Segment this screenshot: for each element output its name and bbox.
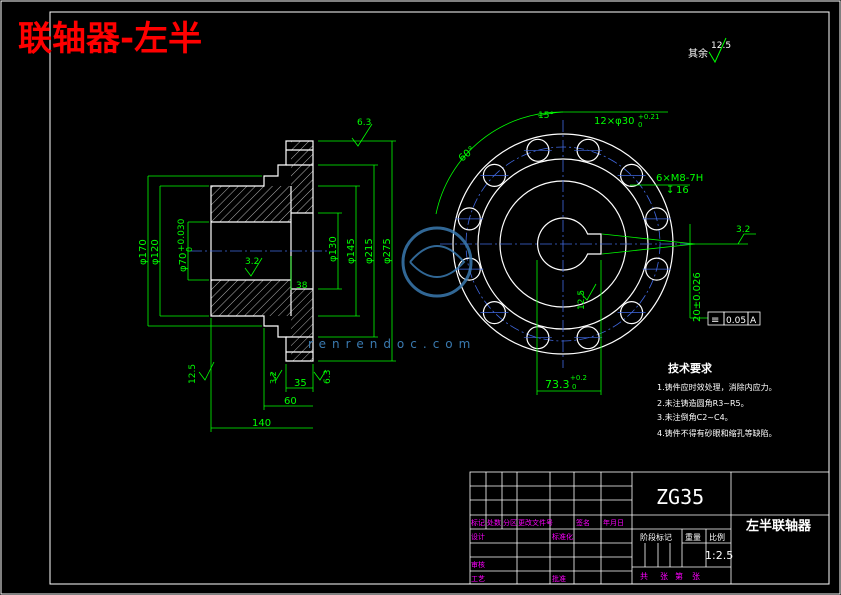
tb-label-approve: 批准 <box>552 574 566 583</box>
tb-label-review: 审核 <box>471 560 485 569</box>
angle-15: 15° <box>538 111 554 121</box>
flange-outer-circle <box>452 133 674 355</box>
section-dimensions <box>147 123 396 432</box>
keyway-width: 20±0.026 <box>692 272 703 322</box>
holes-callout-tol-high: +0.21 <box>638 113 659 121</box>
bolt-holes <box>455 138 671 350</box>
dim-length-35: 35 <box>294 378 307 389</box>
watermark-logo <box>401 226 473 298</box>
hub-hatch-top <box>211 186 291 222</box>
dim-d145: φ145 <box>346 238 357 264</box>
title-block-grid <box>469 471 830 585</box>
thread-depth: 16 <box>676 185 689 196</box>
roughness-12-5-face: 12.5 <box>188 364 198 384</box>
tb-label-number: 第 <box>675 571 683 581</box>
tech-req-item-2: 2.未注铸造圆角R3~R5。 <box>657 398 749 408</box>
tb-label-change-doc: 更改文件号 <box>518 518 553 527</box>
inner-border <box>49 11 830 585</box>
tolerance-frame <box>707 311 761 326</box>
scale-value: 1:2.5 <box>705 549 733 562</box>
roughness-6-3-bottom: 6.3 <box>323 370 333 384</box>
dim-d70-tol-high: +0.030 <box>177 218 187 252</box>
flange-hatch-bottom <box>291 289 313 361</box>
tolerance-value: 0.05 <box>726 316 746 326</box>
dim-d70-tol-low: 0 <box>185 247 194 252</box>
tech-req-item-1: 1.铸件应时效处理，消除内应力。 <box>657 382 777 392</box>
watermark-text: renrendoc.com <box>308 337 476 351</box>
tech-req-item-4: 4.铸件不得有砂眼和缩孔等缺陷。 <box>657 428 777 438</box>
tb-label-total: 共 <box>640 572 648 581</box>
tb-label-sheets-2: 张 <box>692 572 700 581</box>
tb-label-mark: 标记 <box>471 518 485 527</box>
thread-depth-icon: ↧ <box>666 185 674 196</box>
tb-label-date: 年月日 <box>603 518 624 527</box>
tb-label-stage: 阶段标记 <box>640 532 672 542</box>
hub-hatch-bottom <box>211 280 291 316</box>
dim-d275: φ275 <box>382 238 393 264</box>
tb-label-process: 工艺 <box>471 575 485 583</box>
tb-label-count: 处数 <box>487 518 501 527</box>
tech-req-item-3: 3.未注倒角C2~C4。 <box>657 412 733 422</box>
tb-label-scale: 比例 <box>709 532 725 542</box>
bore-with-keyway <box>537 217 602 271</box>
dim-d120: φ120 <box>150 239 161 265</box>
other-surfaces-label: 其余 <box>688 47 708 60</box>
roughness-3-2-step: 3.2 <box>269 371 278 384</box>
dim-d130: φ130 <box>328 236 339 262</box>
tech-req-heading: 技术要求 <box>668 361 713 375</box>
dim-length-140: 140 <box>252 418 271 429</box>
keyway-depth-tol-high: +0.2 <box>570 374 587 382</box>
dim-d215: φ215 <box>364 238 375 264</box>
roughness-12-5-bore: 12.5 <box>577 290 587 310</box>
dim-depth-38: 38 <box>296 281 308 291</box>
holes-callout: 12×φ30 <box>594 116 634 127</box>
drawing-title: 联轴器-左半 <box>18 19 202 59</box>
keyway-depth: 73.3 <box>545 378 570 391</box>
tb-label-weight: 重量 <box>685 532 701 542</box>
tb-label-sheets-1: 张 <box>660 572 668 581</box>
section-view <box>210 140 314 362</box>
roughness-3-2-keyway: 3.2 <box>736 225 750 235</box>
part-outline <box>210 140 314 362</box>
keyway-depth-tol-low: 0 <box>572 383 576 391</box>
dim-length-60: 60 <box>284 396 297 407</box>
dim-d70: φ70 <box>178 253 189 272</box>
roughness-symbol-icon <box>708 37 727 64</box>
roughness-3-2-bore: 3.2 <box>245 257 259 267</box>
symmetry-symbol: ≡ <box>711 315 719 326</box>
flange-hatch-top <box>291 141 313 213</box>
tb-label-signature: 签名 <box>576 518 590 527</box>
roughness-6-3-top: 6.3 <box>357 118 371 128</box>
tb-label-standardization: 标准化 <box>552 532 573 541</box>
tb-label-design: 设计 <box>471 532 485 541</box>
datum-letter: A <box>750 316 757 326</box>
other-surfaces-value: 12.5 <box>711 41 731 51</box>
tb-label-zone: 分区 <box>503 518 517 527</box>
part-name: 左半联轴器 <box>746 518 812 534</box>
front-dimensions <box>435 111 756 395</box>
thread-callout: 6×M8-7H <box>656 173 703 184</box>
holes-callout-tol-low: 0 <box>638 121 642 129</box>
material: ZG35 <box>656 485 704 509</box>
dim-d170: φ170 <box>138 239 149 265</box>
